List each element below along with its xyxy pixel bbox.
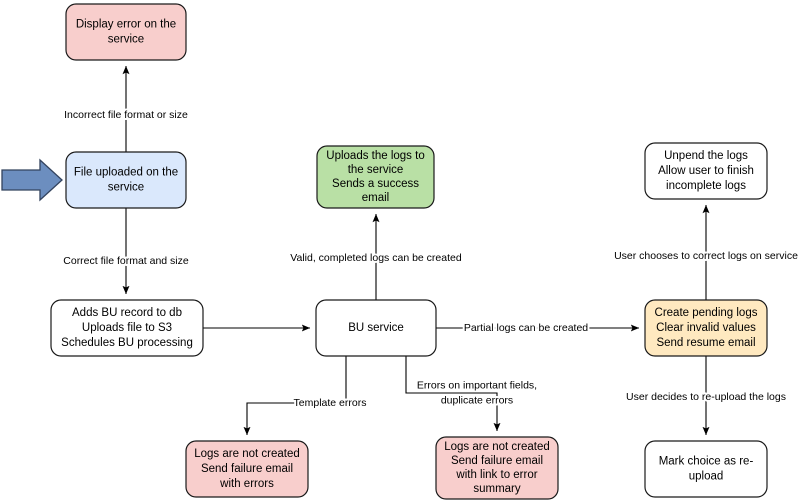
node-label-line: Logs are not created <box>194 448 300 460</box>
node-shape[interactable] <box>644 440 768 498</box>
node-label-line: Logs are not created <box>444 441 550 453</box>
node-label-line: Mark choice as re- <box>659 456 754 468</box>
edge-label-halo: Template errors <box>294 397 367 409</box>
node-label-line: Send failure email <box>451 455 543 467</box>
edge-label: Correct file format and size <box>63 255 189 267</box>
edge-label: Errors on important fields, <box>417 379 537 391</box>
edge-label: User decides to re-upload the logs <box>626 391 786 403</box>
node-label-line: Display error on the <box>76 19 176 31</box>
node-shape[interactable] <box>644 299 768 357</box>
node-label-line: Allow user to finish <box>658 165 754 177</box>
node-label-line: Sends a success <box>332 178 419 190</box>
node-label-line: Uploads the logs to <box>326 150 424 162</box>
node-adds-bu-record[interactable]: Adds BU record to db Uploads file to S3 Sc… <box>50 299 204 357</box>
node-shape[interactable] <box>65 3 187 61</box>
node-label-line: Unpend the logs <box>664 150 748 162</box>
node-label-line: summary <box>473 483 521 495</box>
node-file-uploaded[interactable]: File uploaded on the service <box>65 151 187 209</box>
node-shape[interactable] <box>50 299 204 357</box>
edge-label: User chooses to correct logs on service <box>614 250 798 262</box>
node-label-line: with errors <box>219 478 274 490</box>
node-label-line: BU service <box>348 322 404 334</box>
edge-label-halo: Correct file format and size <box>63 255 189 267</box>
node-shape[interactable] <box>435 436 559 500</box>
edge-label: Partial logs can be created <box>464 322 588 334</box>
edge-label-halo: Errors on important fields, <box>417 379 537 391</box>
start-arrow-icon <box>1 158 63 202</box>
node-label-line: Adds BU record to db <box>72 307 182 319</box>
edge-bu-service-to-logs-not-created-link: Errors on important fields,Errors on imp… <box>405 356 539 432</box>
edge-label-halo: User decides to re-upload the logs <box>626 391 786 403</box>
node-bu-service[interactable]: BU service <box>315 299 437 357</box>
node-label-line: the service <box>348 164 404 176</box>
edge-label: Template errors <box>294 397 367 409</box>
edge-line <box>405 356 501 432</box>
node-shape[interactable] <box>316 145 435 209</box>
edge-create-pending-logs-to-unpend-logs: User chooses to correct logs on serviceU… <box>612 204 800 300</box>
node-shape[interactable] <box>65 151 187 209</box>
node-label-line: File uploaded on the <box>74 167 178 179</box>
edge-label-halo: User chooses to correct logs on service <box>614 250 798 262</box>
node-shape[interactable] <box>315 299 437 357</box>
start-marker-layer <box>1 158 63 202</box>
edge-label-halo: duplicate errors <box>441 394 513 406</box>
edge-label: Valid, completed logs can be created <box>290 252 462 264</box>
node-label-line: Schedules BU processing <box>61 337 193 349</box>
edge-label-halo: Incorrect file format or size <box>64 109 188 121</box>
node-label-line: service <box>108 34 144 46</box>
node-label-line: incomplete logs <box>666 180 746 192</box>
edge-line <box>243 356 347 436</box>
node-shape[interactable] <box>644 142 768 200</box>
node-display-error[interactable]: Display error on the service <box>65 3 187 61</box>
node-shape[interactable] <box>185 440 309 498</box>
node-label-line: Send failure email <box>201 463 293 475</box>
node-label-line: Clear invalid values <box>656 322 756 334</box>
edge-label: duplicate errors <box>441 394 513 406</box>
edge-bu-service-to-uploads-logs: Valid, completed logs can be createdVali… <box>288 213 464 300</box>
node-label-line: email <box>362 192 389 204</box>
node-label-line: upload <box>689 471 724 483</box>
node-mark-choice-reupload[interactable]: Mark choice as re-upload <box>644 440 768 498</box>
node-label-line: Send resume email <box>656 337 755 349</box>
node-label-line: Create pending logs <box>655 307 758 319</box>
node-label-line: Uploads file to S3 <box>82 322 172 334</box>
node-label-line: service <box>108 182 144 194</box>
edge-label: Incorrect file format or size <box>64 109 188 121</box>
edge-label-halo: Partial logs can be created <box>464 322 588 334</box>
node-label-line: with link to error <box>455 469 537 481</box>
edge-label-halo: Valid, completed logs can be created <box>290 252 462 264</box>
